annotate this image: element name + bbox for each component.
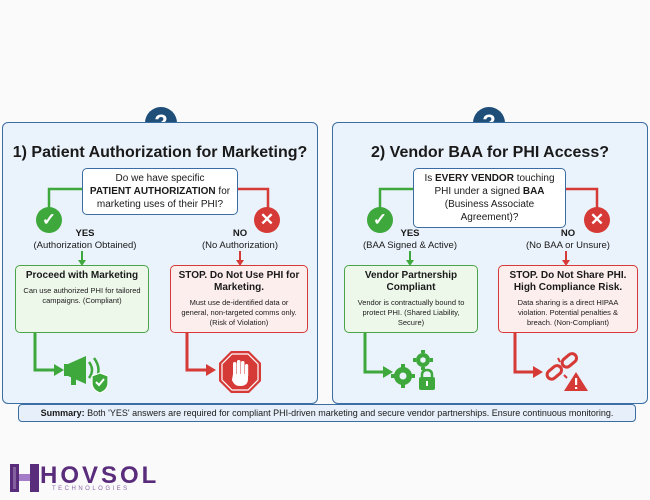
brand-subtitle: TECHNOLOGIES [52, 486, 130, 492]
check-icon: ✓ [36, 207, 62, 233]
stop-hand-icon [219, 351, 261, 393]
megaphone-shield-icon [64, 356, 108, 394]
cross-icon: ✕ [254, 207, 280, 233]
yes-heading: YES [400, 228, 420, 239]
panel2-title: 2) Vendor BAA for PHI Access? [371, 144, 609, 161]
no-label: NO (No BAA or Unsure) [518, 228, 618, 252]
no-heading: NO [232, 228, 248, 239]
question-text: (Business Associate Agreement)? [444, 199, 535, 223]
outcome-box-compliant: Vendor Partnership Compliant Vendor is c… [344, 265, 478, 333]
summary-label: Summary: [40, 408, 85, 418]
brand-name: HOVSOL [40, 462, 160, 489]
no-heading: NO [560, 228, 576, 239]
outcome-title: Proceed with Marketing [25, 270, 139, 281]
question-text: for marketing uses of their PHI? [96, 186, 231, 210]
yes-label: YES (Authorization Obtained) [20, 228, 150, 252]
question-bold: PATIENT AUTHORIZATION [89, 186, 216, 197]
yes-label: YES (BAA Signed & Active) [355, 228, 465, 252]
check-icon: ✓ [367, 207, 393, 233]
broken-link-warning-icon [545, 352, 588, 391]
panel1-connectors [33, 187, 270, 376]
question-text: Is [424, 173, 436, 184]
hovsol-logo-icon [10, 464, 39, 492]
outcome-box-stop: STOP. Do Not Share PHI. High Compliance … [498, 265, 638, 333]
summary-text: Both 'YES' answers are required for comp… [84, 408, 614, 418]
yes-heading: YES [75, 228, 95, 239]
no-sub: (No BAA or Unsure) [526, 240, 610, 251]
no-sub: (No Authorization) [201, 240, 279, 251]
yes-sub: (Authorization Obtained) [33, 240, 137, 251]
question-bold: EVERY VENDOR [435, 173, 514, 184]
cross-icon: ✕ [584, 207, 610, 233]
no-label: NO (No Authorization) [200, 228, 280, 252]
panel2-connectors [363, 187, 599, 378]
panel-patient-authorization [2, 122, 318, 404]
outcome-box-compliant: Proceed with Marketing Can use authorize… [15, 265, 149, 333]
outcome-title: STOP. Do Not Use PHI for Marketing. [178, 270, 300, 293]
outcome-title: STOP. Do Not Share PHI. High Compliance … [509, 270, 627, 293]
question-text: Do we have specific [115, 173, 205, 184]
question-bold: BAA [522, 186, 545, 197]
outcome-body: Must use de-identified data or general, … [181, 298, 297, 327]
outcome-body: Data sharing is a direct HIPAA violation… [517, 298, 619, 327]
outcome-body: Vendor is contractually bound to protect… [357, 298, 465, 327]
panel2-question: Is EVERY VENDOR touching PHI under a sig… [413, 168, 566, 228]
outcome-box-stop: STOP. Do Not Use PHI for Marketing. Must… [170, 265, 308, 333]
yes-sub: (BAA Signed & Active) [363, 240, 457, 251]
outcome-body: Can use authorized PHI for tailored camp… [23, 286, 141, 305]
summary-bar: Summary: Both 'YES' answers are required… [18, 404, 636, 422]
gears-lock-icon [391, 350, 435, 390]
panel1-question: Do we have specific PATIENT AUTHORIZATIO… [82, 168, 238, 215]
panel1-title: 1) Patient Authorization for Marketing? [12, 144, 308, 161]
question-text: touching PHI under a signed [434, 173, 555, 197]
outcome-title: Vendor Partnership Compliant [364, 270, 458, 293]
